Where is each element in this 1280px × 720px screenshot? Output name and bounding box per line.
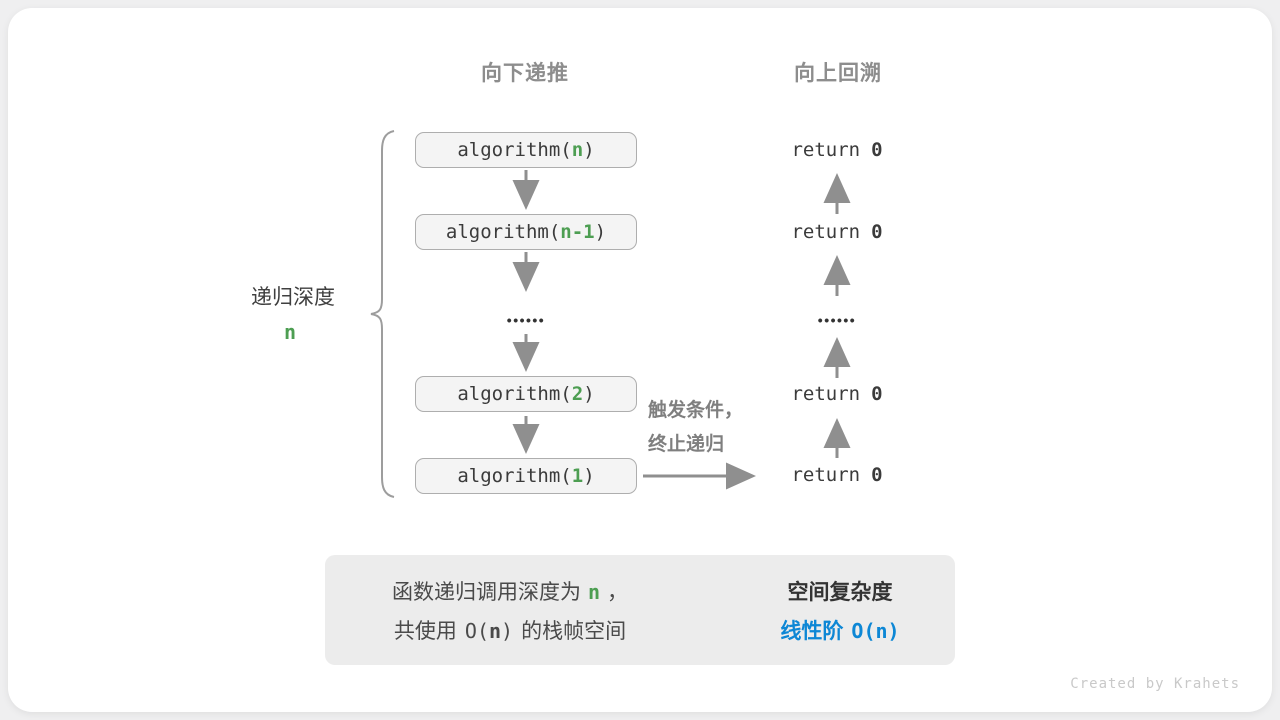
return-keyword: return xyxy=(791,383,861,405)
return-statement: return 0 xyxy=(791,383,882,405)
code-text: O( xyxy=(851,619,876,643)
call-box-algorithm-n-1: algorithm(n-1) xyxy=(415,214,637,250)
code-arg: n xyxy=(571,139,584,161)
return-keyword: return xyxy=(791,221,861,243)
result-code: O(n) xyxy=(851,619,899,643)
column-header-backtrack-up: 向上回溯 xyxy=(794,62,882,85)
recursion-depth-label: 递归深度 xyxy=(251,286,335,309)
summary-text: 函数递归调用深度为 xyxy=(391,581,581,604)
return-statement: return 0 xyxy=(791,464,882,486)
call-box-code: algorithm(1) xyxy=(457,465,594,487)
return-value: 0 xyxy=(871,139,883,161)
code-arg: 2 xyxy=(571,383,584,405)
return-keyword: return xyxy=(791,464,861,486)
call-box-algorithm-n: algorithm(n) xyxy=(415,132,637,168)
summary-code: ) xyxy=(501,619,514,643)
code-text: ) xyxy=(887,619,900,643)
return-statement: return 0 xyxy=(791,139,882,161)
call-box-code: algorithm(n-1) xyxy=(446,221,606,243)
code-arg: n xyxy=(875,619,888,643)
summary-text: 共使用 xyxy=(393,620,457,643)
code-arg: 1 xyxy=(571,465,584,487)
code-text: ) xyxy=(583,139,595,161)
space-complexity-result: 线性阶 O(n) xyxy=(755,612,925,651)
summary-box xyxy=(325,555,955,665)
return-keyword: return xyxy=(791,139,861,161)
code-arg: n-1 xyxy=(560,221,595,243)
code-text: algorithm( xyxy=(457,139,572,161)
summary-text: ， xyxy=(607,581,629,604)
trigger-condition-note: 触发条件， 终止递归 xyxy=(648,394,743,462)
summary-line1: 函数递归调用深度为 n ， xyxy=(345,573,675,612)
summary-line2: 共使用 O(n) 的栈帧空间 xyxy=(345,612,675,651)
summary-code: O( xyxy=(464,619,489,643)
code-text: algorithm( xyxy=(457,383,572,405)
call-box-code: algorithm(2) xyxy=(457,383,594,405)
space-complexity-title: 空间复杂度 xyxy=(787,581,893,604)
recursion-depth-value: n xyxy=(283,320,297,344)
summary-var: n xyxy=(587,580,601,604)
code-text: ) xyxy=(583,465,595,487)
summary-text: 的栈帧空间 xyxy=(521,620,627,643)
ellipsis-right: •••••• xyxy=(817,312,857,328)
column-header-recurse-down: 向下递推 xyxy=(481,62,569,85)
code-text: algorithm( xyxy=(445,221,561,243)
summary-var: n xyxy=(489,619,502,643)
code-text: ) xyxy=(594,221,607,243)
trigger-note-line2: 终止递归 xyxy=(648,434,725,455)
return-value: 0 xyxy=(871,221,883,243)
return-value: 0 xyxy=(871,464,883,486)
ellipsis-left: •••••• xyxy=(506,312,546,328)
call-box-algorithm-1: algorithm(1) xyxy=(415,458,637,494)
trigger-note-line1: 触发条件， xyxy=(648,400,744,421)
code-text: algorithm( xyxy=(457,465,572,487)
summary-conclusion: 空间复杂度 线性阶 O(n) xyxy=(755,573,925,651)
credit-text: Created by Krahets xyxy=(1070,676,1240,692)
call-box-algorithm-2: algorithm(2) xyxy=(415,376,637,412)
code-text: ) xyxy=(583,383,595,405)
result-label: 线性阶 xyxy=(780,620,844,643)
call-box-code: algorithm(n) xyxy=(457,139,594,161)
return-value: 0 xyxy=(871,383,883,405)
return-statement: return 0 xyxy=(791,221,882,243)
